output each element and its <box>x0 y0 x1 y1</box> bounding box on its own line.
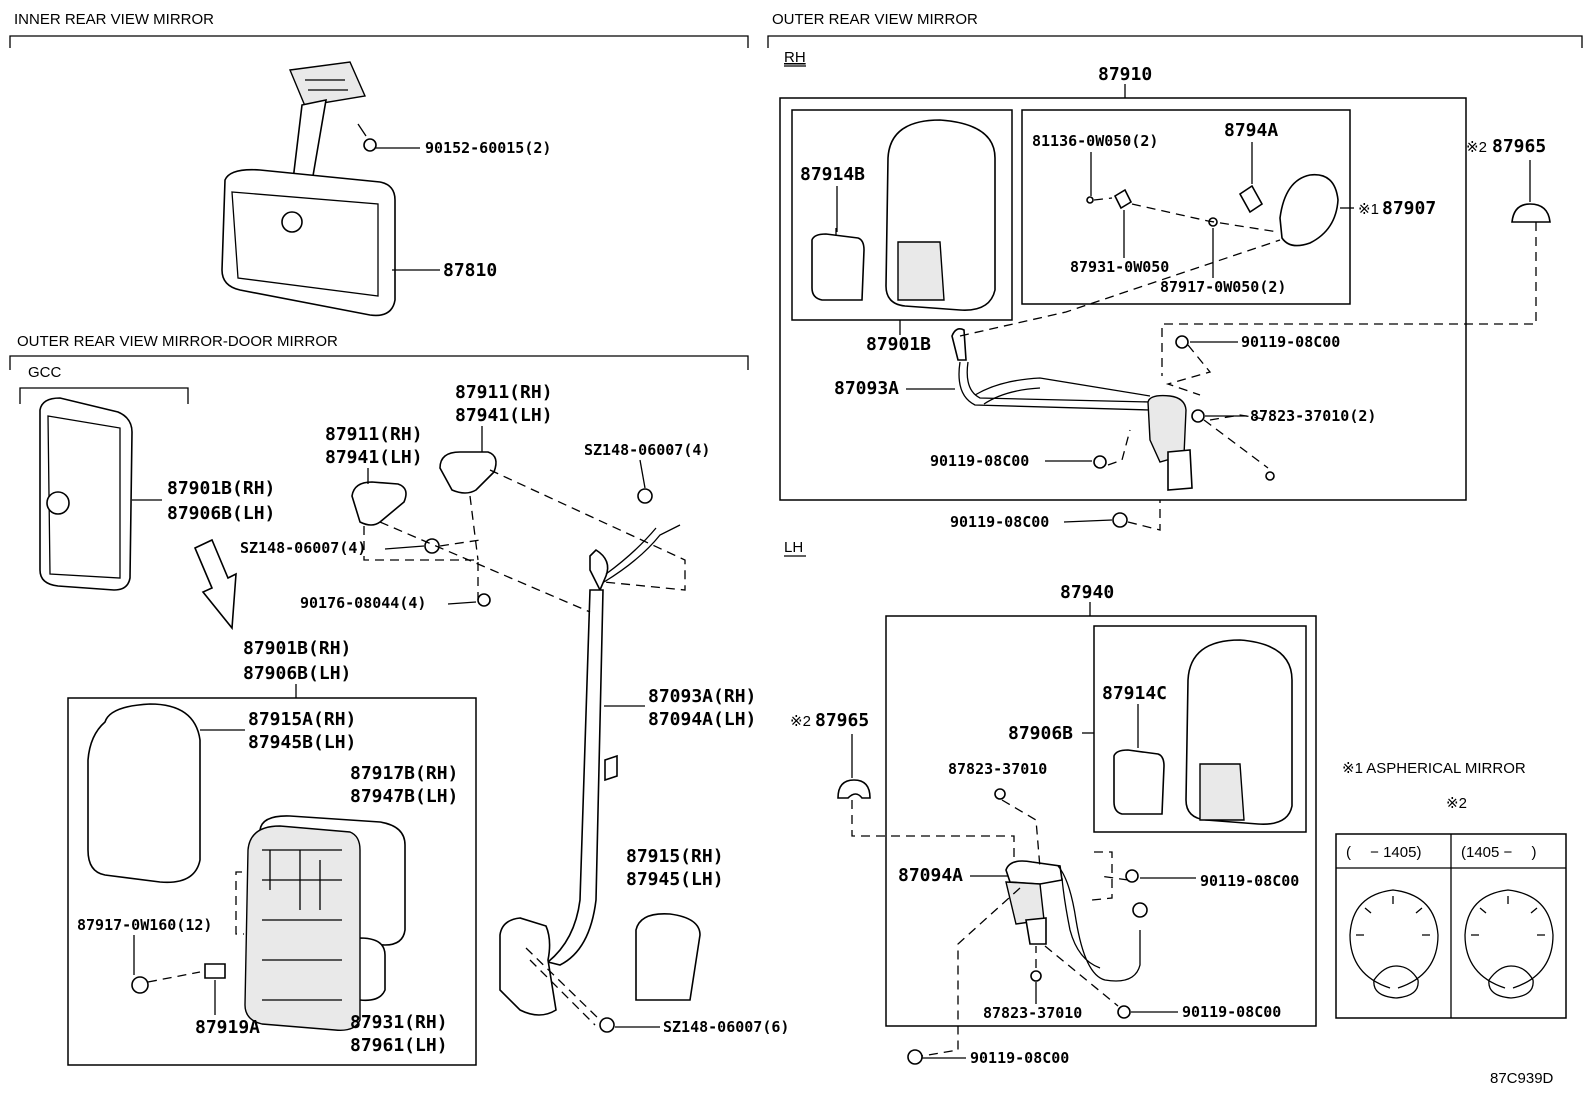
door-assy-box <box>67 697 477 1066</box>
label-87947B: 87947B(LH) <box>350 786 458 807</box>
section-title-door: OUTER REAR VIEW MIRROR-DOOR MIRROR <box>17 333 338 350</box>
label-81136-0W050: 81136-0W050(2) <box>1032 132 1158 150</box>
section-bracket-outer <box>767 35 1583 48</box>
label-87965-rh: 87965 <box>1492 136 1546 157</box>
rh-mirror-box <box>791 109 1013 321</box>
rh-asph-box <box>1021 109 1351 305</box>
label-90119-rh-3: 90119-08C00 <box>950 513 1049 531</box>
label-87915: 87915(RH) <box>626 846 724 867</box>
lh-assembly-box <box>885 615 1317 1027</box>
note-range-1: ( − 1405) <box>1346 844 1421 861</box>
label-90176-08044: 90176-08044(4) <box>300 594 426 612</box>
inner-mirror-drawing <box>221 61 396 317</box>
label-87940: 87940 <box>1060 582 1114 603</box>
label-87961: 87961(LH) <box>350 1035 448 1056</box>
note-2-mark: ※2 <box>1446 795 1467 812</box>
label-87911-a: 87911(RH) <box>455 382 553 403</box>
label-87945B: 87945B(LH) <box>248 732 356 753</box>
lh-stay-drawing <box>907 788 1148 1065</box>
section-bracket-door <box>9 355 749 370</box>
section-title-inner: INNER REAR VIEW MIRROR <box>14 11 214 28</box>
section-title-outer: OUTER REAR VIEW MIRROR <box>772 11 978 28</box>
rh-stay-drawing <box>951 239 1281 531</box>
rh-assembly-box <box>779 97 1467 501</box>
lh-mirror-box <box>1093 625 1307 833</box>
section-bracket-inner <box>9 35 749 48</box>
rh-asph-drawing <box>1086 173 1339 247</box>
label-87915A: 87915A(RH) <box>248 709 356 730</box>
section-title-lh: LH <box>784 539 803 556</box>
door-stay-drawing <box>351 451 701 1033</box>
rh-asph-mark: ※1 <box>1358 201 1379 218</box>
label-90152-60015: 90152-60015(2) <box>425 139 551 157</box>
lh-cap-drawing <box>837 779 871 799</box>
arrow-icon <box>193 538 237 631</box>
label-87810: 87810 <box>443 260 497 281</box>
rh-mirror-drawing <box>811 119 996 311</box>
label-87911-b: 87911(RH) <box>325 424 423 445</box>
section-title-gcc: GCC <box>28 364 62 381</box>
label-87094A: 87094A(LH) <box>648 709 756 730</box>
label-87917-0W160: 87917-0W160(12) <box>77 916 212 934</box>
label-87901B-assy: 87901B(RH) <box>243 638 351 659</box>
label-87931: 87931(RH) <box>350 1012 448 1033</box>
label-SZ148-c: SZ148-06007(6) <box>663 1018 789 1036</box>
section-title-rh: RH <box>784 49 806 66</box>
label-87945: 87945(LH) <box>626 869 724 890</box>
lh-cap-mark: ※2 <box>790 713 811 730</box>
note-range-2: (1405 − ) <box>1461 844 1536 861</box>
label-SZ148-a: SZ148-06007(4) <box>584 441 710 459</box>
label-87917-0W050: 87917-0W050(2) <box>1160 278 1286 296</box>
label-87907: 87907 <box>1382 198 1436 219</box>
label-87906B-top: 87906B(LH) <box>167 503 275 524</box>
label-87910: 87910 <box>1098 64 1152 85</box>
label-90119-rh-2: 90119-08C00 <box>930 452 1029 470</box>
label-90119-lh-3: 90119-08C00 <box>970 1049 1069 1067</box>
label-87823-37010-lh-1: 87823-37010 <box>948 760 1047 778</box>
label-90119-rh-1: 90119-08C00 <box>1241 333 1340 351</box>
rh-cap-drawing <box>1511 203 1551 223</box>
label-87093A-rh: 87093A <box>834 378 899 399</box>
label-87919A: 87919A <box>195 1017 260 1038</box>
rh-cap-mark: ※2 <box>1466 139 1487 156</box>
label-90119-lh-2: 90119-08C00 <box>1182 1003 1281 1021</box>
label-87823-37010-lh-2: 87823-37010 <box>983 1004 1082 1022</box>
label-87901B-top: 87901B(RH) <box>167 478 275 499</box>
door-assy-drawing <box>87 703 406 1031</box>
label-87906B-lh: 87906B <box>1008 723 1073 744</box>
lh-mirror-drawing <box>1113 639 1293 825</box>
label-87941-a: 87941(LH) <box>455 405 553 426</box>
label-90119-lh-1: 90119-08C00 <box>1200 872 1299 890</box>
label-87917B: 87917B(RH) <box>350 763 458 784</box>
label-8794A: 8794A <box>1224 120 1278 141</box>
label-87823-37010-rh: 87823-37010(2) <box>1250 407 1376 425</box>
label-87941-b: 87941(LH) <box>325 447 423 468</box>
section-bracket-gcc <box>19 387 189 404</box>
cap-shape-1-icon <box>1349 889 1439 999</box>
label-SZ148-b: SZ148-06007(4) <box>240 539 366 557</box>
gcc-mirror-drawing <box>39 397 133 591</box>
label-87093A: 87093A(RH) <box>648 686 756 707</box>
note-aspherical: ※1 ASPHERICAL MIRROR <box>1342 760 1526 777</box>
label-87906B-assy: 87906B(LH) <box>243 663 351 684</box>
label-87931-0W050: 87931-0W050 <box>1070 258 1169 276</box>
cap-shape-2-icon <box>1464 889 1554 999</box>
label-87965-lh: 87965 <box>815 710 869 731</box>
label-87901B-rh: 87901B <box>866 334 931 355</box>
diagram-code: 87C939D <box>1490 1070 1554 1087</box>
label-87094A-lh: 87094A <box>898 865 963 886</box>
label-87914C: 87914C <box>1102 683 1167 704</box>
label-87914B: 87914B <box>800 164 865 185</box>
